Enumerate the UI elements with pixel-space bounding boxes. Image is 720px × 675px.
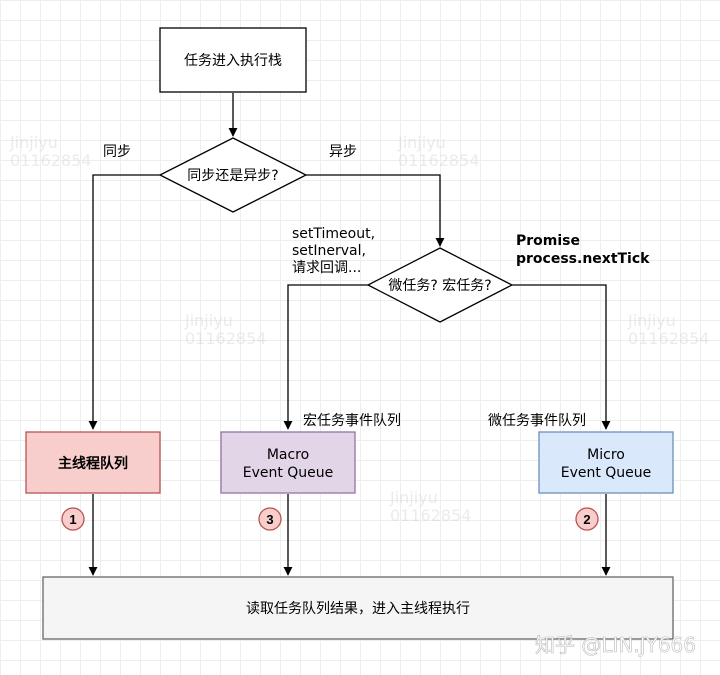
main-queue-label: 主线程队列 (58, 455, 128, 472)
watermark-text: Jinjiyu (9, 133, 58, 152)
edge-label-micro-queue: 微任务事件队列 (488, 413, 586, 429)
watermark-text: 01162854 (10, 151, 91, 170)
watermark-text: 01162854 (185, 329, 266, 348)
watermark-group: Jinjiyu 01162854 Jinjiyu 01162854 Jinjiy… (9, 133, 709, 525)
micro-queue-label-line2: Event Queue (561, 465, 652, 481)
brand-watermark: 知乎 @LIN.JY666 (535, 633, 696, 657)
micro-queue-label-line1: Micro (587, 447, 625, 463)
macro-queue-label-line2: Event Queue (243, 465, 334, 481)
macro-source-1: setTimeout, (292, 226, 375, 242)
macro-queue-node: Macro Event Queue (220, 431, 356, 494)
arrow-async-to-task (306, 174, 445, 247)
watermark-text: 01162854 (628, 329, 709, 348)
badge-main: 1 (61, 507, 85, 531)
watermark-text: 01162854 (390, 506, 471, 525)
arrow-sync-to-main (88, 174, 160, 430)
decision-micro-macro: 微任务? 宏任务? (366, 247, 514, 323)
watermark-text: Jinjiyu (397, 133, 446, 152)
connectors (88, 93, 611, 576)
badge-macro-number: 3 (266, 512, 273, 527)
start-node: 任务进入执行栈 (159, 27, 307, 93)
edge-label-macro-queue: 宏任务事件队列 (303, 413, 401, 429)
micro-source-1: Promise (516, 233, 580, 249)
badge-macro: 3 (258, 507, 282, 531)
macro-source-3: 请求回调... (292, 260, 361, 276)
badge-micro: 2 (575, 507, 599, 531)
decision-sync-async: 同步还是异步? (158, 137, 308, 213)
watermark-text: Jinjiyu (184, 311, 233, 330)
badge-micro-number: 2 (583, 512, 590, 527)
arrow-to-macro (283, 284, 368, 430)
start-label: 任务进入执行栈 (184, 53, 282, 69)
decision-sync-label: 同步还是异步? (187, 168, 278, 184)
micro-source-2: process.nextTick (516, 251, 650, 267)
watermark-text: 01162854 (398, 151, 479, 170)
arrow-to-micro (512, 284, 611, 430)
main-thread-queue-node: 主线程队列 (25, 431, 161, 494)
final-node: 读取任务队列结果，进入主线程执行 (42, 576, 674, 640)
decision-task-label: 微任务? 宏任务? (388, 278, 491, 294)
edge-label-async: 异步 (329, 144, 357, 160)
final-label: 读取任务队列结果，进入主线程执行 (246, 600, 470, 617)
micro-queue-node: Micro Event Queue (538, 431, 674, 494)
edge-label-sync: 同步 (103, 144, 131, 160)
watermark-text: Jinjiyu (389, 488, 438, 507)
macro-queue-label-line1: Macro (267, 447, 309, 463)
badge-main-number: 1 (69, 512, 76, 527)
macro-source-2: setInerval, (292, 243, 366, 259)
watermark-text: Jinjiyu (627, 311, 676, 330)
